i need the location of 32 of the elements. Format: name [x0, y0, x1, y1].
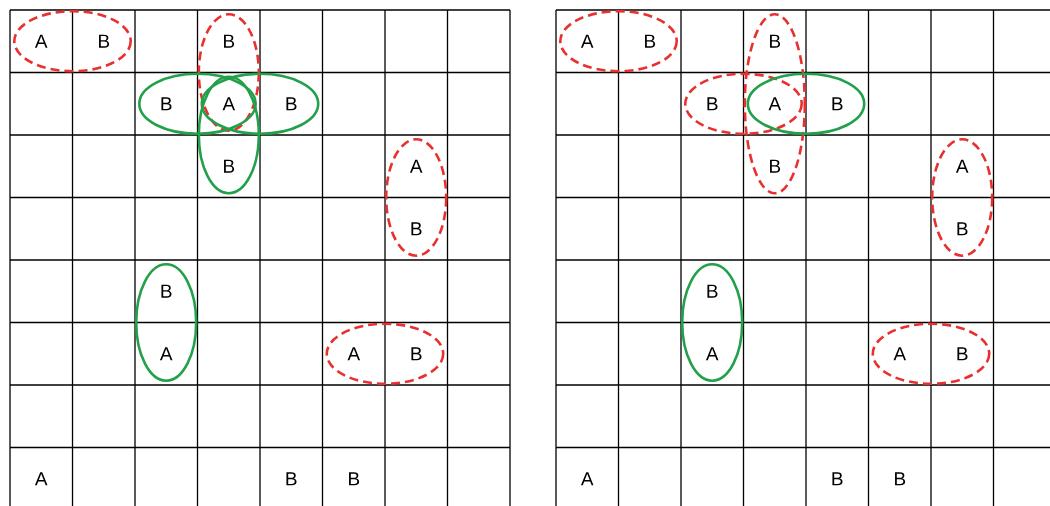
grid-letter: B [957, 222, 968, 236]
grid-letter: A [222, 97, 236, 111]
grid-letter: B [411, 222, 422, 236]
grid-letter: A [409, 159, 423, 173]
grid-letter: B [895, 472, 906, 486]
grid-letter: B [411, 347, 422, 361]
grid-letter: B [707, 97, 718, 111]
grid-letter: B [645, 34, 656, 48]
grid-letter: B [770, 34, 781, 48]
grid-letter: B [957, 347, 968, 361]
grid-letter: B [707, 284, 718, 298]
grid-letter: A [768, 97, 782, 111]
grid-letter: B [161, 97, 172, 111]
grid-letter: B [286, 97, 297, 111]
grid-letter: A [893, 347, 907, 361]
grid-letter: B [161, 284, 172, 298]
grid-letter: A [705, 347, 719, 361]
grid-letter: A [159, 347, 173, 361]
grid-letter: B [224, 159, 235, 173]
grid-letter: B [99, 34, 110, 48]
grid-letter: B [286, 472, 297, 486]
grid-letter: A [34, 472, 48, 486]
grid-letter: A [955, 159, 969, 173]
grid-letter: A [580, 472, 594, 486]
grid-letter: A [34, 34, 48, 48]
grid-letter: A [580, 34, 594, 48]
grid-letter: B [832, 472, 843, 486]
grid-letter: B [224, 34, 235, 48]
grid-letter: A [347, 347, 361, 361]
grid-letter: B [832, 97, 843, 111]
grid-letter: B [349, 472, 360, 486]
grid-letter: B [770, 159, 781, 173]
